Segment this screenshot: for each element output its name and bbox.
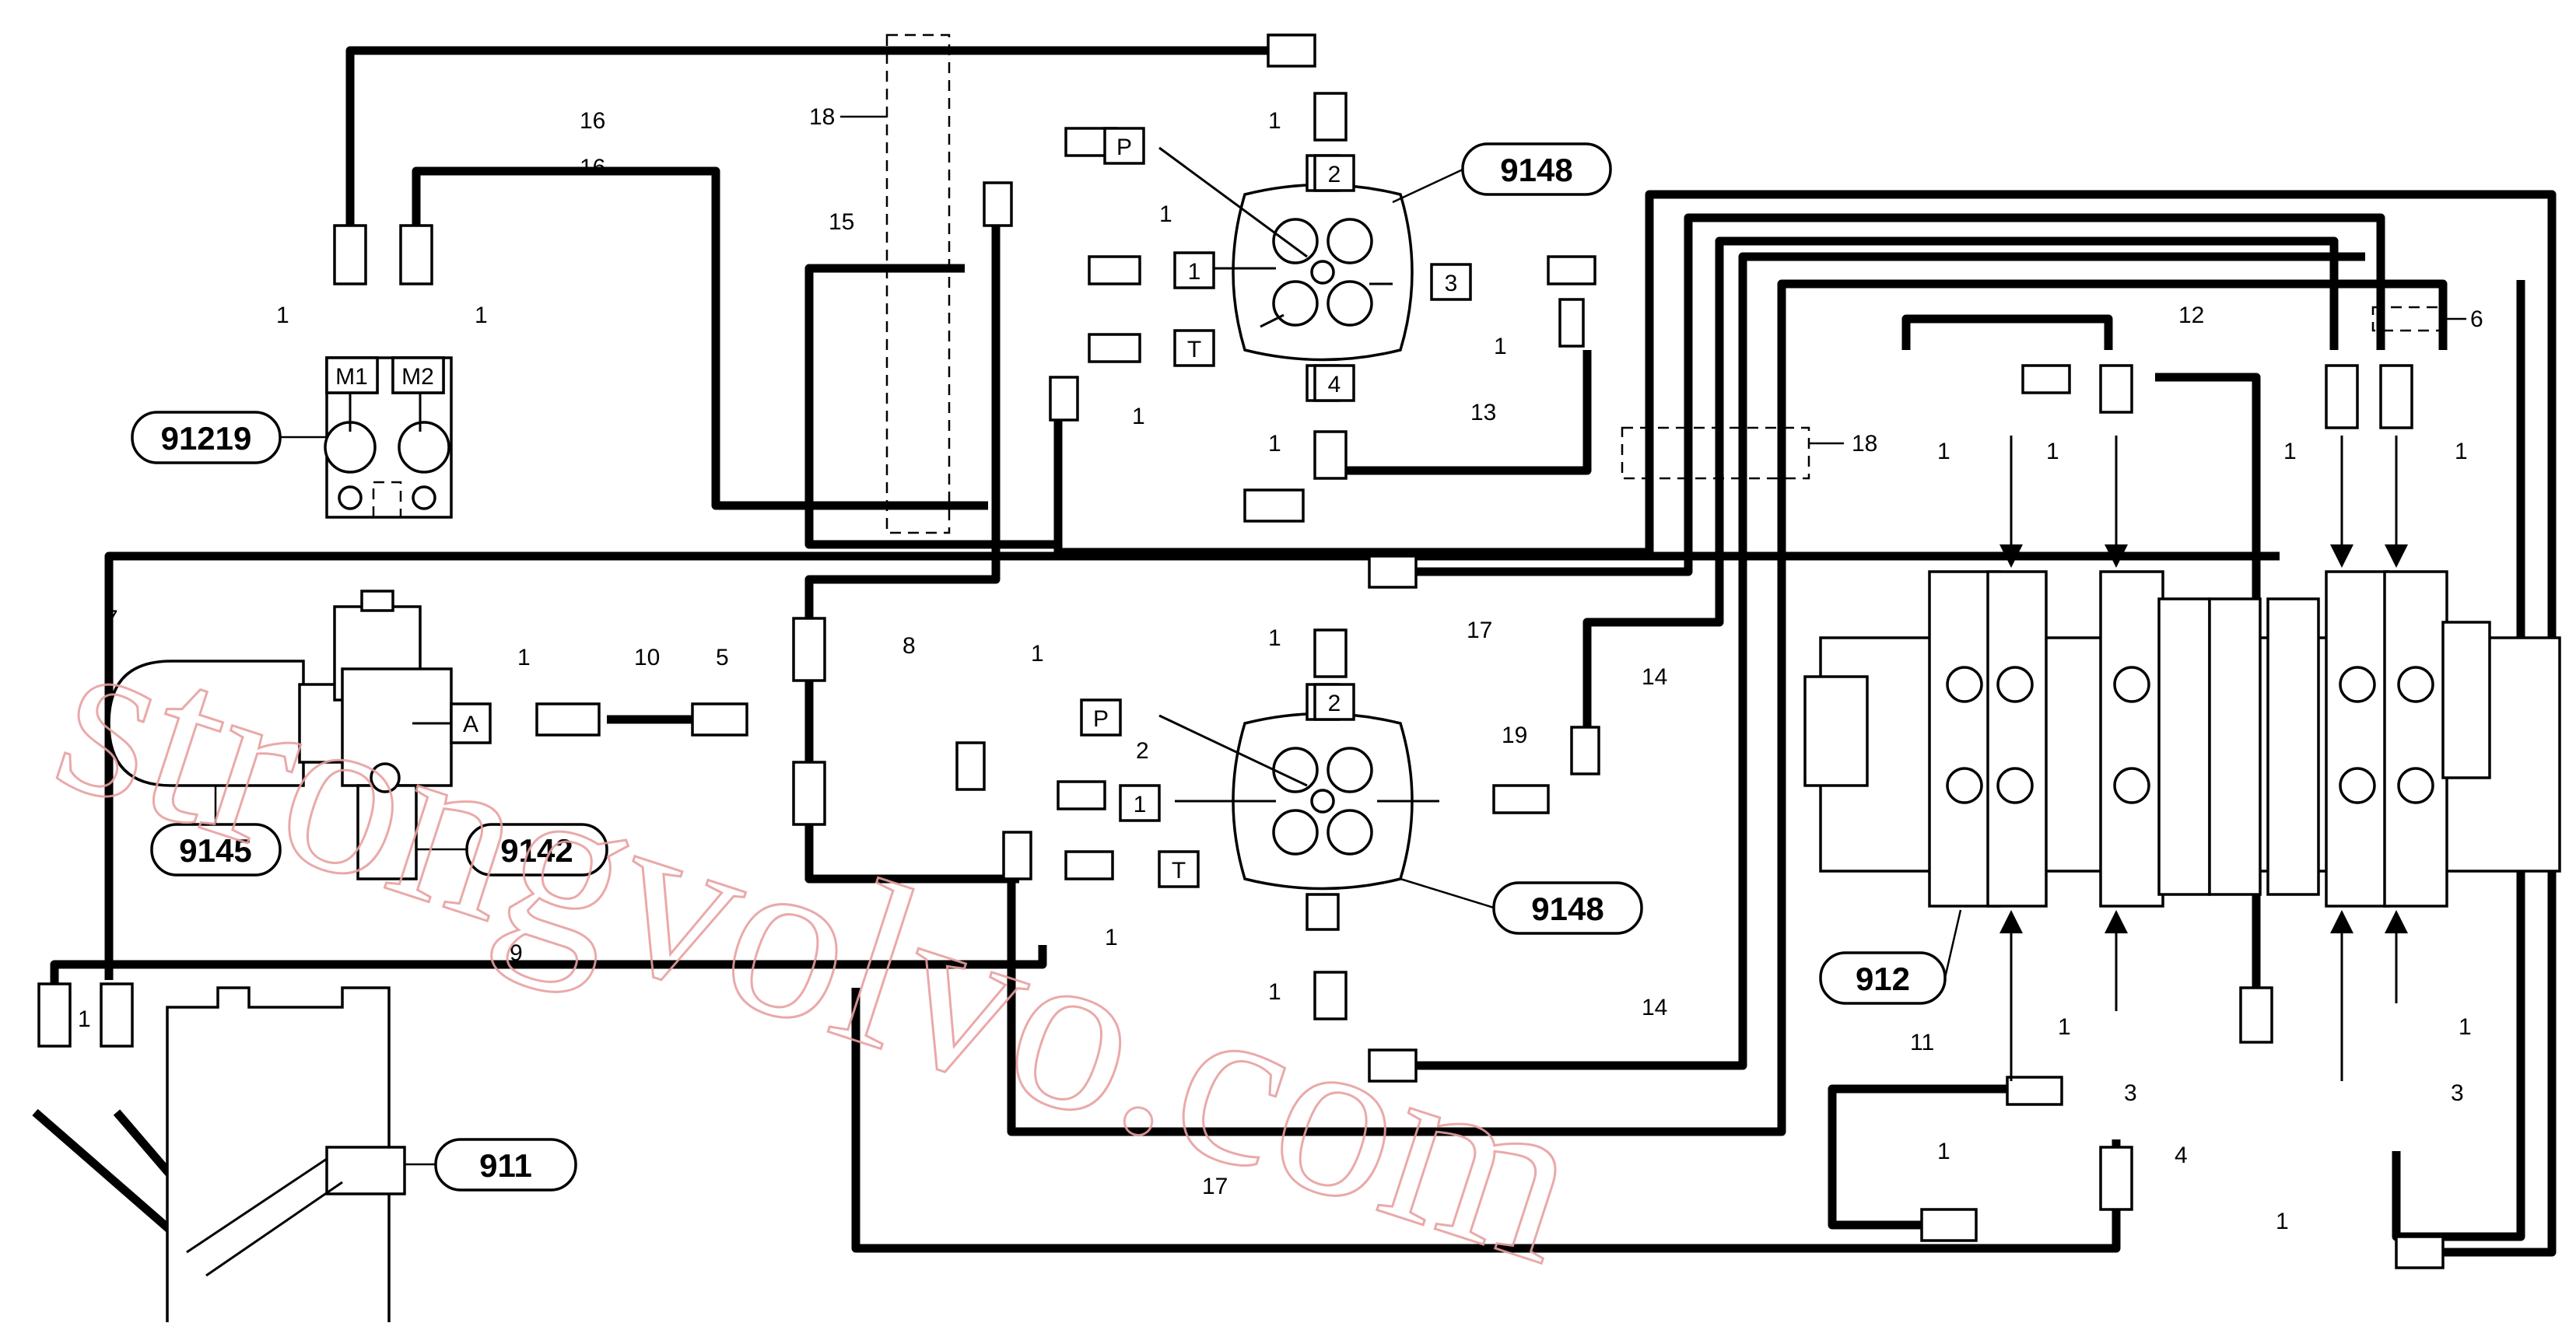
hose-13 <box>1338 350 1592 475</box>
ref-3-a: 3 <box>2124 1080 2137 1106</box>
dashed-box-18-left <box>885 33 951 534</box>
ref-17-b: 17 <box>1202 1174 1228 1199</box>
port-m2: M2 <box>401 364 434 390</box>
ref-16-b: 16 <box>580 155 605 180</box>
reference-numbers: 16 16 18 15 18 6 13 12 8 17 17 14 14 19 … <box>78 104 2483 1234</box>
ref-1-t: 1 <box>2276 1209 2289 1234</box>
label-9148-lower: 9148 <box>1531 891 1603 927</box>
port-4-upper: 4 <box>1328 372 1341 397</box>
ref-1-c: 1 <box>1494 334 1507 359</box>
solenoid-valve-9142 <box>333 590 453 880</box>
dashed-box-18-right <box>1621 426 1810 480</box>
port-2-upper: 2 <box>1328 162 1341 187</box>
label-911: 911 <box>479 1147 532 1184</box>
ref-8: 8 <box>902 633 916 659</box>
port-t-lower: T <box>1172 858 1186 884</box>
port-p-lower: P <box>1093 706 1109 732</box>
ref-1-p: 1 <box>2455 439 2468 464</box>
hose-17-lower <box>1007 279 2448 1136</box>
ref-3-b: 3 <box>2451 1080 2464 1106</box>
port-1-upper: 1 <box>1188 259 1201 285</box>
ref-6: 6 <box>2470 306 2483 332</box>
ref-1-i: 1 <box>1031 641 1044 667</box>
ref-16-a: 16 <box>580 108 605 134</box>
pilot-valve-lower <box>1232 683 1414 931</box>
hose-16-m1 <box>345 46 1276 226</box>
port-3-upper: 3 <box>1445 271 1458 296</box>
port-t-upper: T <box>1187 337 1201 362</box>
ref-1-r: 1 <box>2459 1014 2472 1040</box>
ref-9: 9 <box>510 940 523 966</box>
port-labels: P 1 T 2 3 4 P 1 T 2 M1 M2 A <box>325 127 1472 888</box>
ref-13: 13 <box>1470 400 1496 425</box>
hose-9-bottom <box>50 945 1047 988</box>
ref-1-k: 1 <box>1105 925 1118 950</box>
ref-1-g: 1 <box>475 303 488 328</box>
port-m1: M1 <box>335 364 368 390</box>
ref-4: 4 <box>2175 1143 2188 1168</box>
pump-unit-911 <box>166 986 406 1322</box>
port-2-lower: 2 <box>1328 691 1341 716</box>
label-91219: 91219 <box>161 420 252 457</box>
ref-17-a: 17 <box>1467 618 1492 643</box>
label-9145: 9145 <box>179 832 251 869</box>
ref-1-q: 1 <box>2058 1014 2071 1040</box>
ref-1-o: 1 <box>2283 439 2297 464</box>
hose-14-b <box>1369 252 2365 1070</box>
label-912: 912 <box>1856 961 1910 997</box>
label-9148-upper: 9148 <box>1500 152 1572 188</box>
ref-1-a: 1 <box>1268 108 1281 134</box>
hose-16-m2 <box>412 166 988 510</box>
hose-top-right <box>1901 314 2113 350</box>
ref-1-d: 1 <box>1132 404 1145 429</box>
hose-11 <box>1828 1084 2023 1230</box>
component-labels: 9148 9148 91219 9145 9142 912 911 <box>131 142 1962 1192</box>
hose-p-upper <box>804 226 1019 884</box>
ref-1-n: 1 <box>2046 439 2059 464</box>
ref-2: 2 <box>1136 738 1149 764</box>
control-valve-912 <box>1803 570 2561 908</box>
pilot-valve-upper <box>1232 154 1414 402</box>
ref-18-a: 18 <box>809 104 835 130</box>
ref-5: 5 <box>716 645 729 670</box>
ref-11: 11 <box>1910 1030 1934 1055</box>
ref-7: 7 <box>105 606 118 632</box>
ref-1-f: 1 <box>276 303 289 328</box>
ref-12: 12 <box>2178 303 2204 328</box>
ref-10: 10 <box>634 645 660 670</box>
ref-1-h: 1 <box>517 645 531 670</box>
ref-1-e: 1 <box>1268 431 1281 457</box>
ref-19: 19 <box>1502 723 1527 748</box>
label-9142: 9142 <box>500 832 573 869</box>
ref-15: 15 <box>829 209 854 235</box>
hose-pump-a <box>32 1108 190 1248</box>
ref-1-m: 1 <box>1937 439 1950 464</box>
ref-14-b: 14 <box>1642 995 1667 1020</box>
port-p-upper: P <box>1116 135 1132 160</box>
hose-9 <box>104 551 2280 980</box>
ref-1-l: 1 <box>1268 979 1281 1005</box>
port-1-lower: 1 <box>1134 792 1147 817</box>
ref-14-a: 14 <box>1642 664 1667 690</box>
ref-1-s: 1 <box>1937 1139 1950 1164</box>
ref-1-u: 1 <box>78 1006 91 1032</box>
hose-fittings <box>37 33 2445 1269</box>
ref-18-b: 18 <box>1852 431 1877 457</box>
hose-17-upper <box>1369 213 2385 576</box>
port-a: A <box>463 712 478 737</box>
ref-1-b: 1 <box>1159 201 1172 227</box>
ref-1-j: 1 <box>1268 625 1281 651</box>
